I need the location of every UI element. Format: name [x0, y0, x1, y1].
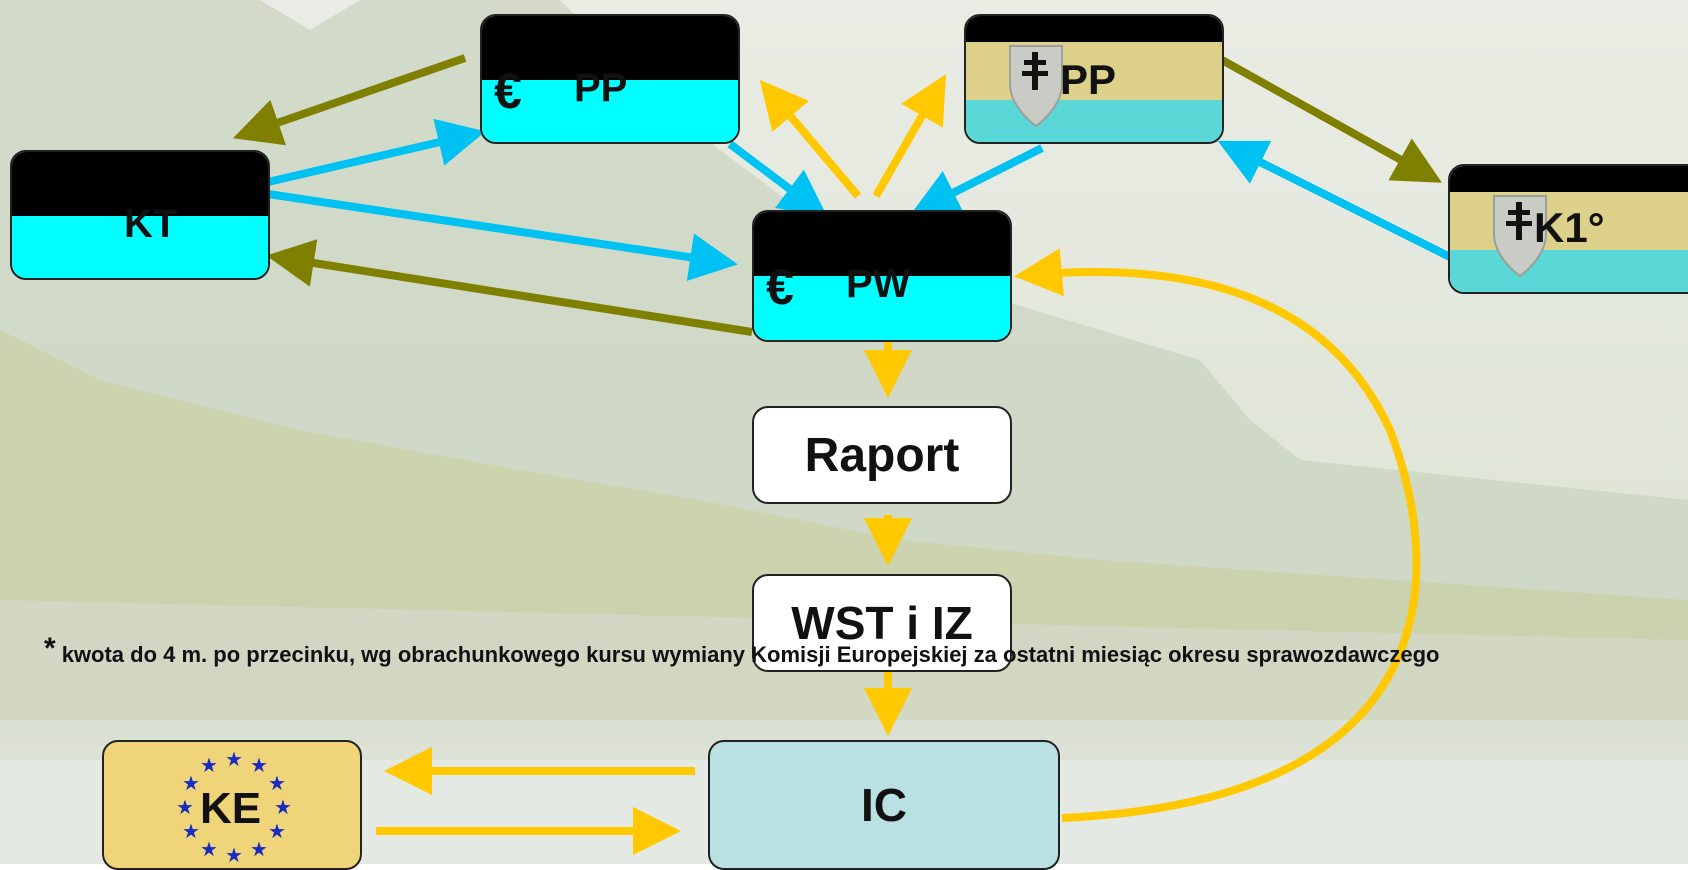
node-raport: Raport: [752, 406, 1012, 504]
slovak-coat-of-arms-icon: [1009, 45, 1063, 128]
node-ke-label: KE: [200, 784, 262, 833]
euro-symbol: €: [766, 259, 794, 315]
node-kt-label: KT: [124, 202, 178, 246]
node-ic-label: IC: [861, 779, 907, 831]
node-ic: IC: [708, 740, 1060, 870]
svg-text:★: ★: [182, 771, 200, 795]
node-eu-pp: € PP: [480, 14, 740, 144]
eu-stars-icon: ★ ★ ★ ★ ★ ★ ★ ★ ★ ★ ★ ★: [176, 750, 292, 866]
node-eu-pw: € PW: [752, 210, 1012, 342]
node-ke: ★ ★ ★ ★ ★ ★ ★ ★ ★ ★ ★ ★ KE: [102, 740, 362, 870]
node-eu-pw-label: PW: [846, 262, 911, 306]
node-wst-iz-label: WST i IZ: [791, 597, 973, 649]
node-sk-k1: K1°: [1448, 164, 1688, 294]
slovak-coat-of-arms-icon: [1493, 195, 1547, 278]
euro-symbol: €: [494, 63, 522, 119]
svg-text:★: ★: [182, 819, 200, 843]
svg-text:★: ★: [274, 795, 292, 819]
svg-text:★: ★: [250, 753, 268, 777]
node-raport-label: Raport: [804, 428, 960, 482]
svg-text:★: ★: [225, 843, 243, 866]
node-sk-pp: PP: [964, 14, 1224, 144]
svg-text:★: ★: [225, 750, 243, 771]
svg-text:★: ★: [200, 753, 218, 777]
svg-text:★: ★: [250, 837, 268, 861]
footnote: *kwota do 4 m. po przecinku, wg obrachun…: [44, 632, 1439, 668]
node-sk-pp-label: PP: [1060, 56, 1117, 103]
svg-text:★: ★: [268, 819, 286, 843]
footnote-marker: *: [44, 632, 56, 665]
node-sk-k1-label: K1°: [1534, 204, 1605, 251]
svg-text:★: ★: [200, 837, 218, 861]
node-eu-pp-label: PP: [574, 66, 628, 110]
svg-text:★: ★: [268, 771, 286, 795]
footnote-text: kwota do 4 m. po przecinku, wg obrachunk…: [61, 642, 1440, 667]
svg-text:★: ★: [176, 795, 194, 819]
node-wst-iz: WST i IZ: [752, 574, 1012, 672]
node-kt: KT: [10, 150, 270, 280]
